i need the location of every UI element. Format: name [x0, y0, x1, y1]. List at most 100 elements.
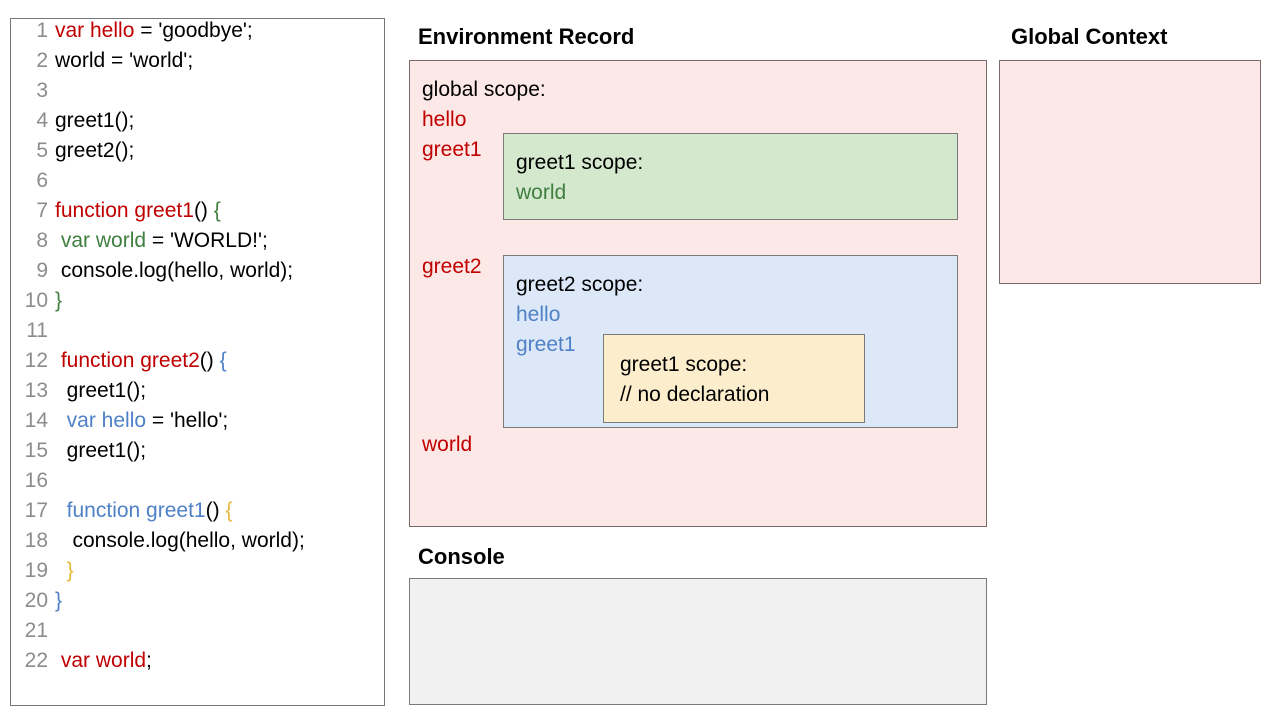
code-token: greet1(); — [55, 109, 135, 132]
code-token — [55, 499, 67, 522]
greet1-nested-scope-note: // no declaration — [620, 383, 770, 406]
code-token: greet1(); — [55, 379, 147, 402]
code-line: 19 } — [11, 559, 384, 589]
greet1-nested-scope-label: greet1 scope: — [620, 353, 748, 376]
code-token: var hello — [55, 19, 135, 42]
greet1-var-world: world — [516, 181, 567, 204]
code-token: greet2(); — [55, 139, 135, 162]
code-line: 22 var world; — [11, 649, 384, 679]
code-line-text: world = 'world'; — [55, 49, 193, 73]
code-token: = 'hello'; — [146, 409, 229, 432]
code-line-text: } — [55, 559, 74, 583]
code-line-text: console.log(hello, world); — [55, 259, 293, 283]
code-line-text: var hello = 'goodbye'; — [55, 19, 253, 43]
code-token: } — [55, 589, 63, 612]
code-line: 11 — [11, 319, 384, 349]
line-number: 18 — [24, 529, 48, 552]
environment-record-heading: Environment Record — [418, 24, 635, 49]
line-number: 20 — [24, 589, 48, 612]
code-token: greet1(); — [55, 439, 147, 462]
line-number: 22 — [24, 649, 48, 672]
code-line: 1 var hello = 'goodbye'; — [11, 19, 384, 49]
line-number: 19 — [24, 559, 48, 582]
line-number: 12 — [24, 349, 48, 372]
line-number: 4 — [36, 109, 48, 132]
global-var-greet2: greet2 — [422, 255, 482, 278]
code-token: = 'WORLD!'; — [146, 229, 268, 252]
code-line: 2 world = 'world'; — [11, 49, 384, 79]
global-scope-label: global scope: — [422, 78, 546, 101]
code-line: 16 — [11, 469, 384, 499]
code-line-text: greet2(); — [55, 139, 134, 163]
code-line-text: console.log(hello, world); — [55, 529, 305, 553]
code-line: 13 greet1(); — [11, 379, 384, 409]
greet2-var-greet1: greet1 — [516, 333, 576, 356]
code-token: } — [66, 559, 74, 582]
line-number: 10 — [24, 289, 48, 312]
code-line: 15 greet1(); — [11, 439, 384, 469]
console-output-box[interactable] — [409, 578, 987, 705]
code-line: 4 greet1(); — [11, 109, 384, 139]
line-number: 7 — [36, 199, 48, 222]
code-token: var world — [60, 229, 147, 252]
code-line-text: function greet2() { — [55, 349, 227, 373]
line-number: 11 — [26, 319, 48, 342]
code-token: { — [225, 499, 233, 522]
code-line-text: var world; — [55, 649, 152, 673]
code-line-text: greet1(); — [55, 439, 146, 463]
code-line: 20} — [11, 589, 384, 619]
console-heading: Console — [418, 544, 505, 569]
line-number: 21 — [24, 619, 48, 642]
code-line: 12 function greet2() { — [11, 349, 384, 379]
code-token: () — [193, 199, 214, 222]
code-line-text: function greet1() { — [55, 499, 233, 523]
line-number: 13 — [24, 379, 48, 402]
environment-record-box: global scope: hello greet1 greet2 world … — [409, 60, 987, 527]
greet1-scope-label: greet1 scope: — [516, 151, 644, 174]
greet2-var-hello: hello — [516, 303, 561, 326]
code-line-text: var world = 'WORLD!'; — [55, 229, 268, 253]
code-token — [55, 409, 67, 432]
code-line: 6 — [11, 169, 384, 199]
line-number: 8 — [36, 229, 48, 252]
code-token: { — [213, 199, 221, 222]
code-token: function greet2 — [60, 349, 200, 372]
code-line-text: function greet1() { — [55, 199, 221, 223]
code-token: = 'goodbye'; — [134, 19, 253, 42]
code-line: 3 — [11, 79, 384, 109]
global-context-box — [999, 60, 1261, 284]
code-token: console.log(hello, world); — [55, 259, 294, 282]
line-number: 2 — [36, 49, 48, 72]
code-line: 7 function greet1() { — [11, 199, 384, 229]
line-number: 9 — [36, 259, 48, 282]
code-token: } — [55, 289, 63, 312]
code-line: 18 console.log(hello, world); — [11, 529, 384, 559]
line-number: 16 — [24, 469, 48, 492]
code-line: 10} — [11, 289, 384, 319]
code-line: 9 console.log(hello, world); — [11, 259, 384, 289]
code-editor-panel[interactable]: 1 var hello = 'goodbye'; 2 world = 'world';… — [10, 18, 385, 706]
code-token: function greet1 — [55, 199, 194, 222]
global-context-heading: Global Context — [1011, 24, 1168, 49]
code-token: function greet1 — [66, 499, 206, 522]
line-number: 17 — [24, 499, 48, 522]
code-line-text: } — [55, 589, 62, 613]
code-token: { — [219, 349, 227, 372]
code-line-text: greet1(); — [55, 379, 146, 403]
greet2-scope-label: greet2 scope: — [516, 273, 644, 296]
code-token: var hello — [66, 409, 147, 432]
greet1-nested-scope-box: greet1 scope: // no declaration — [603, 334, 865, 423]
code-token: var world — [60, 649, 147, 672]
line-number: 6 — [36, 169, 48, 192]
line-number: 14 — [24, 409, 48, 432]
global-var-greet1: greet1 — [422, 138, 482, 161]
code-token: console.log(hello, world); — [55, 529, 305, 552]
line-number: 15 — [24, 439, 48, 462]
code-token — [55, 559, 67, 582]
line-number: 1 — [36, 19, 48, 42]
code-token: ; — [146, 649, 152, 672]
code-line-text: } — [55, 289, 62, 313]
global-var-hello: hello — [422, 108, 467, 131]
global-var-world: world — [422, 433, 473, 456]
